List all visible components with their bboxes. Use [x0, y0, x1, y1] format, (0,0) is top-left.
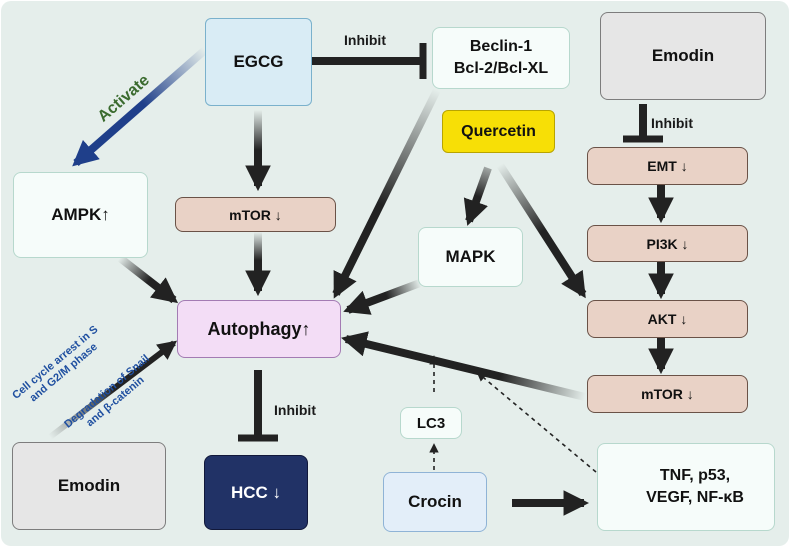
mtor-right-label: mTOR ↓	[641, 386, 694, 402]
egcg-node: EGCG	[205, 18, 312, 106]
tnf-node: TNF, p53, VEGF, NF-κB	[597, 443, 775, 531]
activate-arrow	[72, 46, 208, 167]
emodin-bottom-node: Emodin	[12, 442, 166, 530]
hcc-node: HCC ↓	[204, 455, 308, 530]
emt-label: EMT ↓	[647, 158, 688, 174]
lc3-label: LC3	[416, 414, 446, 432]
inhibit-hcc-label: Inhibit	[274, 402, 316, 418]
egcg-label: EGCG	[233, 52, 284, 71]
mapk-label: MAPK	[445, 247, 496, 266]
quercetin-to-akt-arrow	[496, 162, 587, 299]
emodin-top-label: Emodin	[651, 46, 715, 65]
hcc-label: HCC ↓	[230, 482, 282, 502]
lc3-node: LC3	[400, 407, 462, 439]
akt-label: AKT ↓	[647, 311, 688, 327]
beclin1-label: Beclin-1	[469, 38, 533, 55]
pi3k-node: PI3K ↓	[587, 225, 748, 262]
tnf-to-autophagy-dashed-arrow	[476, 371, 597, 473]
autophagy-node: Autophagy↑	[177, 300, 341, 358]
ampk-node: AMPK↑	[13, 172, 148, 258]
pi3k-label: PI3K ↓	[646, 235, 689, 252]
mtor-mid-label: mTOR ↓	[229, 206, 282, 223]
tnf-line1-label: TNF, p53,	[659, 467, 731, 484]
mtor-right-to-autophagy-arrow	[341, 331, 586, 401]
emodin-to-autophagy-arrow	[48, 340, 178, 440]
inhibit-emodin-label: Inhibit	[651, 115, 693, 131]
emt-node: EMT ↓	[587, 147, 748, 185]
inhibit-egcg-label: Inhibit	[344, 32, 386, 48]
mapk-node: MAPK	[418, 227, 523, 287]
bcl2-label: Bcl-2/Bcl-XL	[453, 60, 549, 77]
akt-node: AKT ↓	[587, 300, 748, 338]
emodin-bottom-label: Emodin	[57, 476, 121, 495]
beclin-node: Beclin-1 Bcl-2/Bcl-XL	[432, 27, 570, 89]
emodin-top-node: Emodin	[600, 12, 766, 100]
crocin-label: Crocin	[408, 492, 462, 511]
crocin-node: Crocin	[383, 472, 487, 532]
mtor-mid-node: mTOR ↓	[175, 197, 336, 232]
tnf-line2-label: VEGF, NF-κB	[646, 489, 744, 506]
mtor-right-node: mTOR ↓	[587, 375, 748, 413]
beclin-to-autophagy-arrow	[332, 88, 441, 299]
quercetin-node: Quercetin	[442, 110, 555, 153]
ampk-to-autophagy-arrow	[117, 254, 179, 304]
quercetin-to-mapk-arrow	[463, 166, 492, 226]
autophagy-label: Autophagy↑	[207, 318, 311, 339]
quercetin-label: Quercetin	[461, 122, 536, 140]
ampk-label: AMPK↑	[51, 205, 110, 224]
mapk-to-autophagy-arrow	[343, 279, 422, 315]
